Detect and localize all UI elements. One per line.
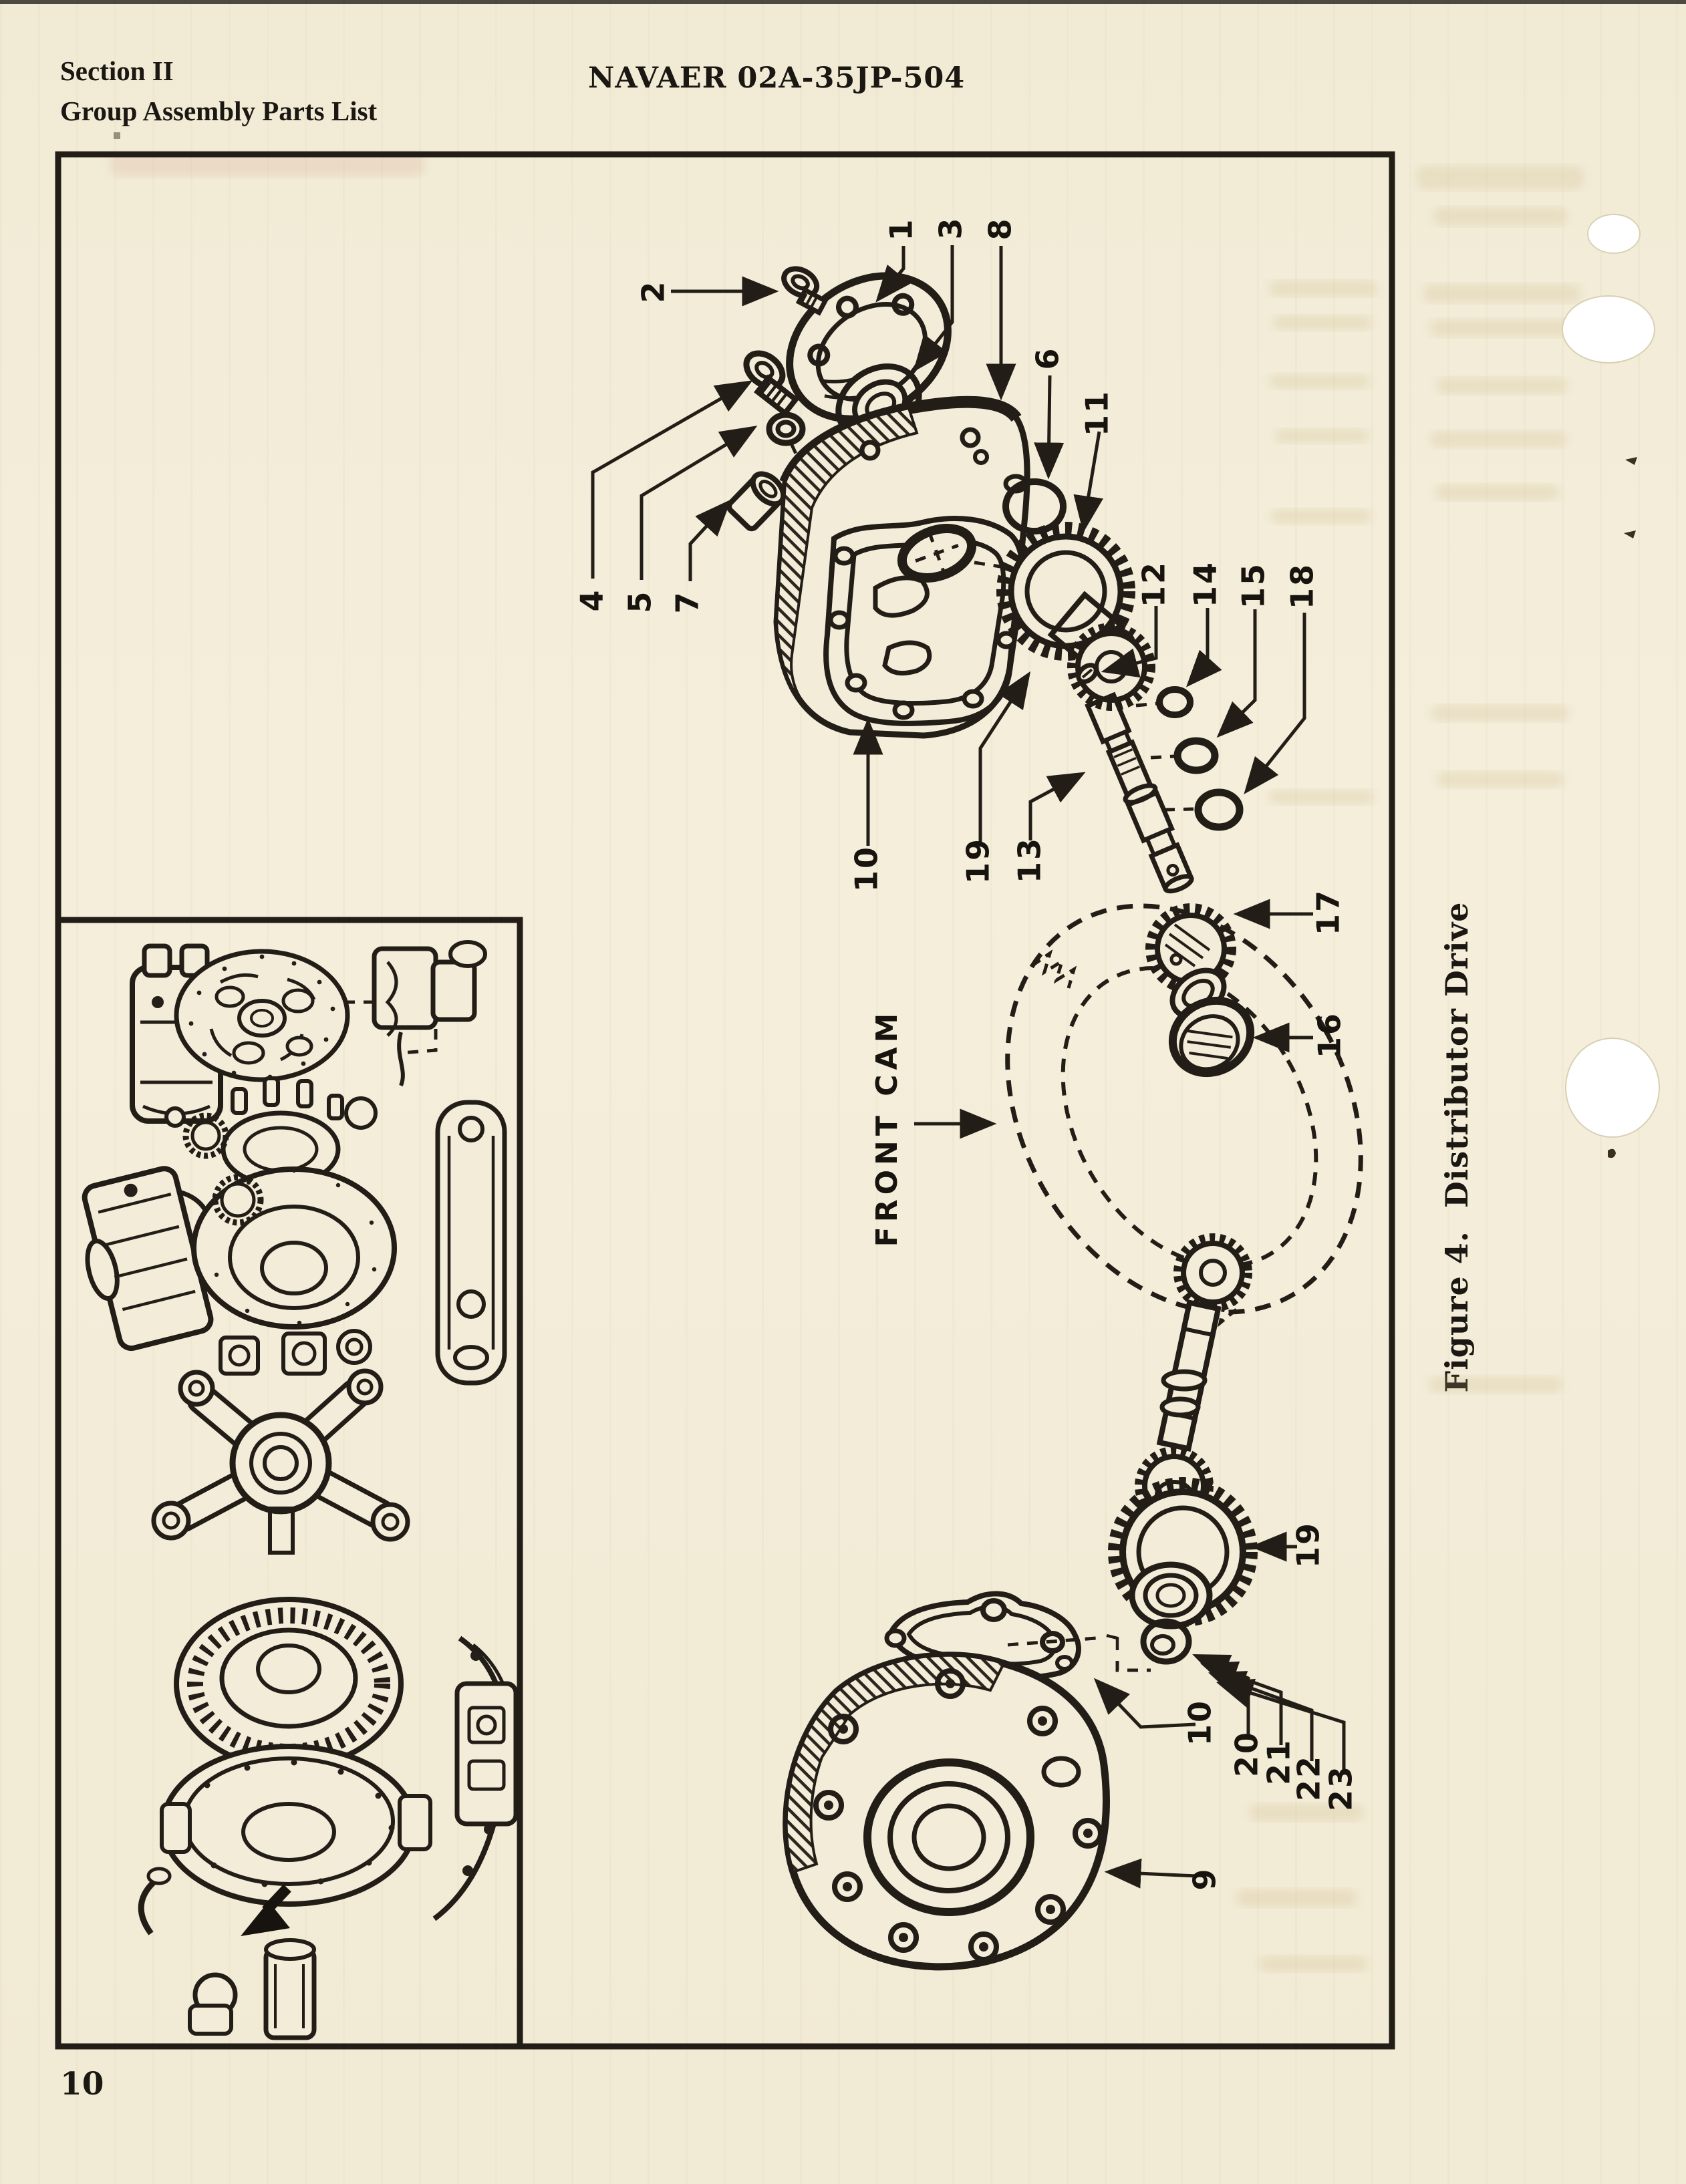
key-12 (1076, 663, 1099, 684)
callout-11: 11 (1079, 389, 1115, 436)
carburetor (347, 940, 487, 1087)
callout-10b: 10 (1182, 1699, 1218, 1746)
callout-16: 16 (1312, 1011, 1348, 1058)
header-left: Section II Group Assembly Parts List (60, 51, 377, 131)
callout-numbers: 1 2 3 8 6 11 4 5 7 10 19 13 12 14 15 18 … (574, 216, 1359, 1890)
figure-frame (55, 151, 1395, 2050)
plug-7 (726, 471, 787, 532)
callout-19b: 19 (1290, 1521, 1326, 1568)
callout-13: 13 (1012, 836, 1048, 883)
callout-4: 4 (574, 588, 610, 611)
generator (82, 1166, 214, 1352)
ignition-harness (432, 1635, 517, 1921)
small-parts-row (219, 1329, 372, 1376)
callout-2: 2 (636, 279, 672, 303)
ring-14 (1135, 686, 1193, 718)
bottom-pump (188, 1938, 317, 2040)
callout-21: 21 (1261, 1738, 1297, 1785)
callout-17: 17 (1310, 889, 1347, 935)
callout-7: 7 (670, 590, 706, 613)
callout-8: 8 (982, 216, 1018, 240)
bleedthrough-ghosting (110, 152, 1584, 1972)
pushrod-bracket (435, 1100, 507, 1386)
punch-holes (1562, 214, 1660, 1138)
distributor-locator-arrow (241, 1884, 291, 1936)
supercharger-housing (138, 1744, 432, 1935)
lower-housing-9 (783, 1652, 1110, 1971)
callout-9: 9 (1187, 1867, 1223, 1890)
callout-14: 14 (1187, 561, 1224, 607)
crankcase-section (191, 1166, 397, 1330)
boss-6 (1002, 474, 1067, 534)
callout-leaders (591, 245, 1346, 1889)
plug-16 (1168, 996, 1255, 1078)
ring-15 (1150, 737, 1219, 774)
callout-3: 3 (933, 216, 969, 239)
front-cam-outline (1005, 903, 1363, 1328)
callout-19a: 19 (960, 837, 996, 884)
bolt-4 (743, 350, 800, 418)
diffuser-plate (174, 949, 350, 1082)
callout-5: 5 (622, 589, 658, 613)
washer-5 (766, 412, 806, 465)
intermediate-gear-shaft (1156, 1233, 1252, 1452)
callout-10a: 10 (849, 845, 885, 892)
nut (1140, 1618, 1192, 1665)
callout-15: 15 (1236, 562, 1272, 609)
cam-bearing-ring (174, 1597, 404, 1770)
bolt-2 (781, 266, 829, 316)
callout-12: 12 (1136, 561, 1172, 607)
doc-number: NAVAER 02A-35JP-504 (588, 61, 966, 95)
section-label: Section II (60, 55, 174, 86)
callout-6: 6 (1030, 346, 1066, 369)
scan-edge (0, 0, 1686, 4)
ring-18 (1163, 788, 1244, 831)
callout-23: 23 (1323, 1764, 1359, 1811)
front-cam-label: FRONT CAM (870, 1009, 904, 1247)
callout-20: 20 (1229, 1730, 1265, 1777)
callout-22: 22 (1291, 1754, 1327, 1801)
shaft-13 (1085, 691, 1194, 894)
callout-1: 1 (883, 217, 920, 241)
page-number: 10 (60, 2066, 104, 2102)
master-rod-assembly (151, 1368, 410, 1555)
registration-specks (1608, 457, 1637, 1158)
gear-19b (1108, 1446, 1258, 1629)
engine-location-inset (82, 940, 517, 2040)
group-assembly-label: Group Assembly Parts List (60, 96, 378, 126)
inset-frame (58, 917, 523, 2046)
distributor-drive-drawing: 1 2 3 8 6 11 4 5 7 10 19 13 12 14 15 18 … (574, 216, 1363, 1971)
callout-18: 18 (1284, 563, 1320, 609)
accessory-covers (164, 1076, 378, 1188)
gear-17 (1145, 903, 1236, 1020)
